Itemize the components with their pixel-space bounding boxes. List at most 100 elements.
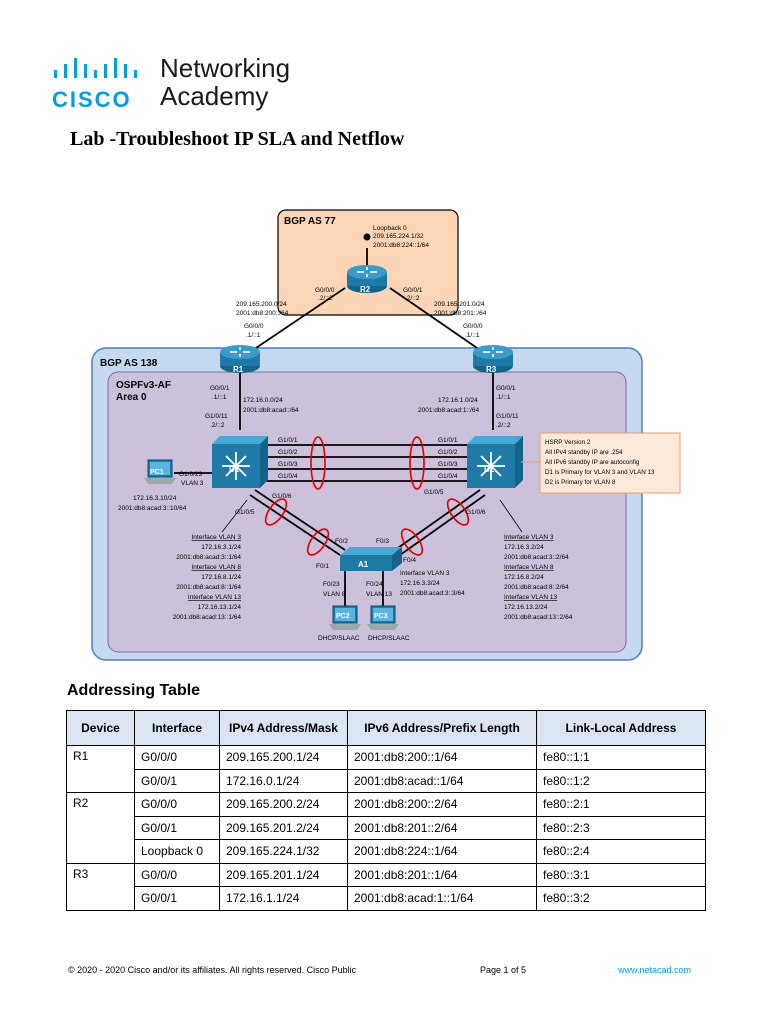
cell-interface: G0/0/1: [134, 768, 220, 793]
addressing-table-title: Addressing Table: [67, 682, 201, 699]
addressing-table: Device Interface IPv4 Address/Mask IPv6 …: [66, 710, 706, 911]
document-title: Lab -Troubleshoot IP SLA and Netflow: [70, 128, 405, 150]
logo-networking: Networking: [160, 53, 291, 83]
hsrp-line-3: All IPv6 standby IP are autoconfig: [545, 459, 640, 466]
switch-d2-icon: [466, 435, 524, 489]
pc1-vlan-label: VLAN 3: [181, 480, 204, 487]
d1-svi13-name: Interface VLAN 13: [188, 594, 241, 601]
net-r3d2-v4: 172.16.1.0/24: [438, 397, 478, 404]
d1-g1011-label: G1/0/11: [205, 413, 228, 420]
d1-port-2: G1/0/2: [278, 449, 298, 456]
d2-label: D2: [484, 465, 495, 474]
d1-svi8-v4: 172.16.8.1/24: [201, 574, 241, 581]
hsrp-line-1: HSRP Version 2: [545, 439, 591, 446]
loopback-v4: 209.165.224.1/32: [373, 233, 424, 240]
cisco-networking-academy-logo: CISCO Networking Academy: [52, 54, 312, 114]
cell-ipv6: 2001:db8:201::2/64: [347, 815, 537, 840]
r3-g001-addr: .1/::1: [496, 394, 511, 401]
cell-link-local: fe80::2:1: [536, 792, 706, 817]
d2-svi8-v4: 172.16.8.2/24: [504, 574, 544, 581]
d1-svi3-v6: 2001:db8:acad:3::1/64: [176, 554, 241, 561]
a1-f01-label: F0/1: [316, 563, 329, 570]
table-row: Loopback 0 209.165.224.1/32 2001:db8:224…: [67, 839, 706, 864]
table-row: G0/0/1 172.16.0.1/24 2001:db8:acad::1/64…: [67, 768, 706, 793]
hsrp-line-5: D2 is Primary for VLAN 8: [545, 479, 616, 486]
cell-interface: G0/0/0: [134, 745, 220, 770]
footer-site-link[interactable]: www.netacad.com: [618, 965, 692, 975]
hsrp-line-4: D1 is Primary for VLAN 3 and VLAN 13: [545, 469, 655, 476]
d2-port-4: G1/0/4: [438, 473, 458, 480]
cell-ipv4: 209.165.200.1/24: [219, 745, 348, 770]
ospf-area: [107, 371, 627, 653]
network-topology-diagram: BGP AS 77 BGP AS 138 OSPFv3-AF Area 0 Lo…: [91, 209, 681, 661]
d1-label: D1: [229, 465, 240, 474]
hsrp-note-box: [539, 432, 681, 494]
table-row: R1 G0/0/0 209.165.200.1/24 2001:db8:200:…: [66, 745, 706, 793]
r1-g000-addr: .1/::1: [246, 332, 261, 339]
net-r1r2-v6: 2001:db8:200::/64: [236, 310, 289, 317]
net-r2r3-v6: 2001:db8:201::/64: [434, 310, 487, 317]
loopback-v6: 2001:db8:224::1/64: [373, 242, 429, 249]
footer-page-number: Page 1 of 5: [480, 965, 527, 975]
net-r1d1-v4: 172.16.0.0/24: [243, 397, 283, 404]
cell-interface: Loopback 0: [134, 839, 220, 864]
loopback-name: Loopback 0: [373, 225, 407, 232]
cell-interface: G0/0/0: [134, 862, 220, 887]
header-ipv6: IPv6 Address/Prefix Length: [347, 710, 537, 746]
cisco-wordmark: CISCO: [52, 87, 132, 112]
d1-svi8-v6: 2001:db8:acad:8::1/64: [176, 584, 241, 591]
r2-g001-addr: .2/::2: [405, 295, 420, 302]
d1-port-4: G1/0/4: [278, 473, 298, 480]
a1-f04-label: F0/4: [403, 557, 416, 564]
header-interface: Interface: [134, 710, 220, 746]
r3-g000-addr: .1/::1: [465, 332, 480, 339]
d2-svi3-v6: 2001:db8:acad:3::2/64: [504, 554, 569, 561]
d2-g105-label: G1/0/5: [424, 489, 444, 496]
r2-g000-addr: .2/::2: [318, 295, 333, 302]
hsrp-line-2: All IPv4 standby IP are .254: [545, 449, 623, 456]
cell-ipv6: 2001:db8:201::1/64: [347, 862, 537, 887]
d2-svi13-v4: 172.16.13.2/24: [504, 604, 548, 611]
d2-port-1: G1/0/1: [438, 437, 458, 444]
d2-svi3-name: Interface VLAN 3: [504, 534, 554, 541]
footer-copyright: © 2020 - 2020 Cisco and/or its affiliate…: [68, 965, 357, 975]
d2-port-2: G1/0/2: [438, 449, 458, 456]
d1-port-3: G1/0/3: [278, 461, 298, 468]
a1-f02-label: F0/2: [335, 538, 348, 545]
cell-ipv4: 172.16.1.1/24: [219, 886, 348, 911]
r2-g001-label: G0/0/1: [403, 287, 423, 294]
pc1-v6: 2001:db8:acad:3::10/64: [118, 505, 187, 512]
table-header-row: Device Interface IPv4 Address/Mask IPv6 …: [66, 710, 706, 746]
cell-ipv4: 209.165.200.2/24: [219, 792, 348, 817]
d2-svi13-name: Interface VLAN 13: [504, 594, 557, 601]
net-r1r2-v4: 209.165.200.0/24: [236, 301, 287, 308]
d2-g1011-label: G1/0/11: [496, 413, 519, 420]
r1-label: R1: [233, 365, 244, 374]
cell-device: R2: [66, 792, 135, 864]
a1-svi-v6: 2001:db8:acad:3::3/64: [400, 590, 465, 597]
a1-f024-label: F0/24: [366, 581, 383, 588]
a1-label: A1: [358, 560, 369, 569]
r1-g000-label: G0/0/0: [244, 323, 264, 330]
cell-ipv6: 2001:db8:200::1/64: [347, 745, 537, 770]
d1-svi3-name: Interface VLAN 3: [192, 534, 242, 541]
cell-link-local: fe80::1:1: [536, 745, 706, 770]
d1-svi-pointer: [221, 499, 248, 533]
a1-f03-label: F0/3: [376, 538, 389, 545]
d1-g1023-label: G1/0/23: [179, 471, 203, 478]
links: [174, 248, 494, 610]
etherchannel-markers: [264, 436, 470, 556]
switch-a1-icon: [340, 547, 402, 571]
d2-svi-pointer: [499, 499, 523, 533]
r3-g000-label: G0/0/0: [463, 323, 483, 330]
r3-label: R3: [486, 365, 497, 374]
net-r3d2-v6: 2001:db8:acad:1::/64: [418, 407, 479, 414]
r2-g000-label: G0/0/0: [315, 287, 335, 294]
logo-academy: Academy: [160, 81, 269, 111]
a1-svi-name: Interface VLAN 3: [400, 570, 450, 577]
ospf-label: OSPFv3-AF: [116, 380, 171, 391]
cell-interface: G0/0/1: [134, 886, 220, 911]
cell-link-local: fe80::3:1: [536, 862, 706, 887]
d1-g1011-addr: .2/::2: [210, 422, 225, 429]
bgp-as77-area: [277, 209, 459, 316]
